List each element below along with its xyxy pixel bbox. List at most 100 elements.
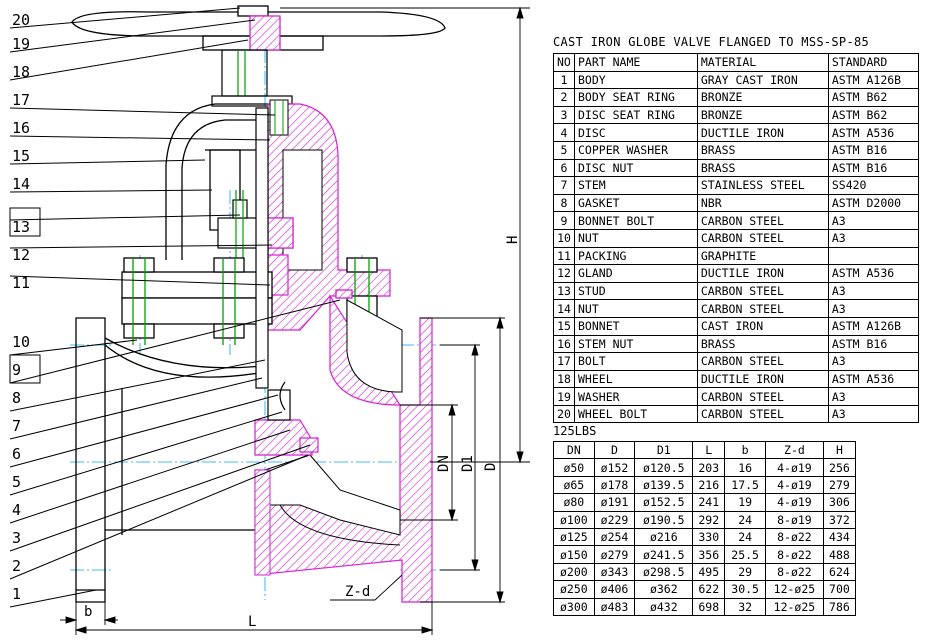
dim-header-cell: D1: [634, 440, 694, 460]
dim-cell: ø152.5: [634, 493, 694, 512]
part-balloons: 20 19 18 17 16 15 14 13 12 11 10 9 8 7 6…: [9, 7, 341, 608]
dim-cell: 488: [822, 545, 857, 564]
disc-assembly: [254, 107, 319, 456]
part-material: CARBON STEEL: [696, 211, 829, 230]
part-number: 6: [553, 158, 575, 178]
part-standard: ASTM B16: [827, 140, 920, 160]
bonnet-flange: [121, 257, 378, 345]
part-material: BRASS: [696, 334, 829, 354]
header-part-name: PART NAME: [574, 53, 698, 72]
dim-cell: 624: [822, 562, 857, 582]
dim-cell: 8-ø22: [764, 527, 824, 547]
dim-d1-label: D1: [460, 455, 476, 472]
dim-cell: 4-ø19: [764, 493, 824, 512]
dim-cell: 12-ø25: [764, 597, 824, 616]
dim-cell: 372: [822, 510, 857, 529]
part-standard: ASTM A536: [827, 264, 920, 283]
part-material: CARBON STEEL: [696, 281, 829, 301]
balloon-19: 19: [12, 35, 30, 53]
part-name: WASHER: [574, 387, 698, 406]
part-material: GRAPHITE: [696, 246, 829, 266]
part-number: 8: [553, 193, 575, 213]
header-material: MATERIAL: [696, 53, 829, 72]
dim-cell: ø178: [593, 475, 636, 495]
dim-cell: 25.5: [724, 545, 766, 564]
dim-cell: ø250: [553, 580, 595, 599]
balloon-9: 9: [12, 361, 21, 379]
dim-cell: ø216: [634, 527, 694, 547]
part-name: WHEEL BOLT: [574, 404, 698, 424]
handwheel: [71, 5, 446, 51]
part-standard: ASTM D2000: [827, 193, 920, 213]
part-number: 12: [553, 264, 575, 283]
dim-cell: ø125: [553, 527, 595, 547]
part-material: NBR: [696, 193, 829, 213]
part-name: PACKING: [574, 246, 698, 266]
part-standard: A3: [827, 281, 920, 301]
header-standard: STANDARD: [827, 53, 920, 72]
parts-table-title: CAST IRON GLOBE VALVE FLANGED TO MSS-SP-…: [553, 35, 870, 49]
dim-cell: 30.5: [724, 580, 766, 599]
balloon-2: 2: [12, 557, 21, 575]
part-standard: ASTM A126B: [827, 70, 920, 90]
part-name: BOLT: [574, 352, 698, 371]
part-standard: A3: [827, 299, 920, 318]
part-material: DUCTILE IRON: [696, 369, 829, 389]
dim-d-label: D: [483, 463, 499, 471]
dim-cell: 292: [692, 510, 726, 529]
part-name: STEM: [574, 176, 698, 195]
dim-cell: 8-ø22: [764, 545, 824, 564]
part-material: CARBON STEEL: [696, 404, 829, 424]
dim-cell: 700: [822, 580, 857, 599]
dim-cell: 216: [692, 475, 726, 495]
part-name: GASKET: [574, 193, 698, 213]
valve-body-right: [254, 293, 433, 603]
part-name: STUD: [574, 281, 698, 301]
dim-cell: 16: [724, 458, 766, 477]
dim-cell: ø65: [553, 475, 595, 495]
part-standard: ASTM A126B: [827, 316, 920, 336]
part-material: BRASS: [696, 140, 829, 160]
dim-cell: ø80: [553, 493, 595, 512]
part-name: DISC SEAT RING: [574, 105, 698, 125]
part-number: 14: [553, 299, 575, 318]
part-standard: ASTM B16: [827, 158, 920, 178]
part-name: COPPER WASHER: [574, 140, 698, 160]
dim-cell: ø483: [593, 597, 636, 616]
part-number: 18: [553, 369, 575, 389]
dimension-lines: H D D1 DN L b Z-d: [60, 6, 530, 635]
part-standard: A3: [827, 404, 920, 424]
valve-sectional-drawing: 20 19 18 17 16 15 14 13 12 11 10 9 8 7 6…: [9, 5, 530, 635]
dim-cell: 256: [822, 458, 857, 477]
balloon-16: 16: [12, 119, 30, 137]
dim-header-cell: b: [724, 440, 766, 460]
part-material: CARBON STEEL: [696, 352, 829, 371]
part-standard: ASTM B62: [827, 105, 920, 125]
balloon-11: 11: [12, 274, 30, 292]
part-name: NUT: [574, 228, 698, 248]
balloon-3: 3: [12, 529, 21, 547]
dim-zd-label: Z-d: [345, 584, 370, 600]
balloon-15: 15: [12, 147, 30, 165]
part-name: BONNET: [574, 316, 698, 336]
part-number: 16: [553, 334, 575, 354]
part-name: GLAND: [574, 264, 698, 283]
dim-cell: 434: [822, 527, 857, 547]
dim-cell: 241: [692, 493, 726, 512]
